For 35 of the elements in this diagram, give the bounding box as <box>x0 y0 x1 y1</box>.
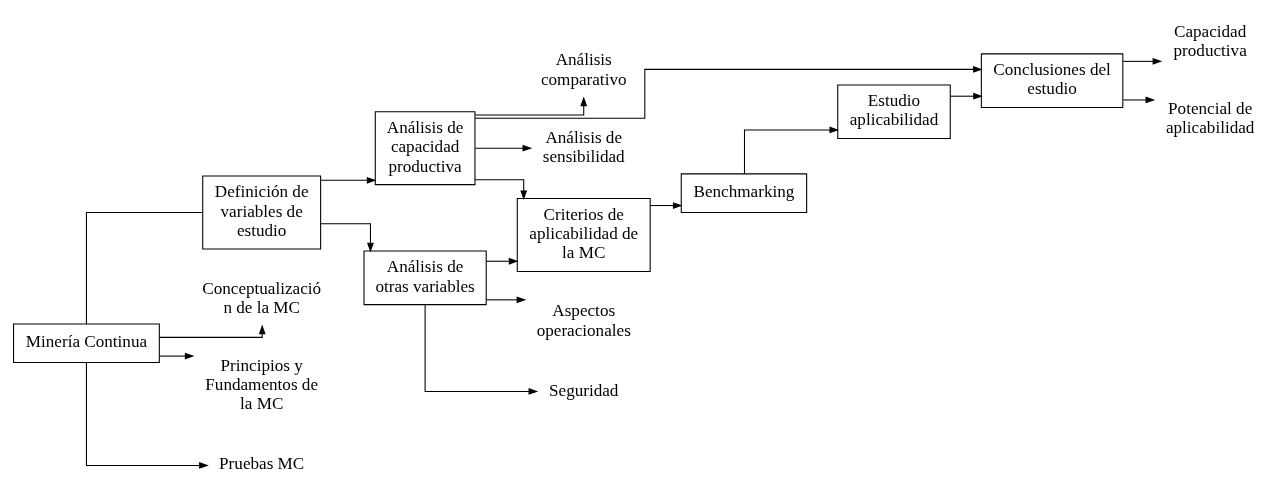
node-box: Definición de variables de estudio <box>202 175 322 249</box>
arrow <box>424 303 539 395</box>
node-box: Análisis de otras variables <box>363 250 487 305</box>
node-text: Aspectos operacionales <box>536 300 631 340</box>
node-text: Capacidad productiva <box>1173 21 1247 60</box>
arrow <box>159 352 195 359</box>
node-box: Criterios de aplicabilidad de la MC <box>516 197 651 272</box>
arrow <box>743 126 840 174</box>
node-box: Benchmarking <box>680 172 808 213</box>
node-box: Estudio aplicabilidad <box>837 83 951 139</box>
arrow <box>1122 57 1163 65</box>
arrow <box>320 176 377 184</box>
arrow <box>950 92 983 100</box>
node-text: Conceptualización de la MC <box>202 278 322 317</box>
arrow <box>474 96 588 115</box>
node-text: Análisis comparativo <box>540 49 627 89</box>
arrow <box>485 257 519 265</box>
node-text: Seguridad <box>549 380 619 400</box>
node-text: Potencial de aplicabilidad <box>1165 98 1255 137</box>
arrow <box>1122 96 1156 103</box>
node-text: Análisis de sensibilidad <box>542 127 625 166</box>
node-box: Conclusiones del estudio <box>980 52 1124 108</box>
arrow <box>474 178 528 200</box>
connector <box>85 211 203 324</box>
arrow <box>474 65 983 119</box>
node-text: Principios y Fundamentos de la MC <box>205 355 319 413</box>
arrow <box>474 144 533 152</box>
arrow <box>85 361 209 469</box>
arrow <box>485 295 527 303</box>
node-box: Minería Continua <box>13 322 160 363</box>
node-text: Pruebas MC <box>219 453 305 473</box>
node-box: Análisis de capacidad productiva <box>374 110 476 185</box>
arrow <box>649 201 683 209</box>
arrow <box>320 222 374 252</box>
arrow <box>158 324 266 338</box>
